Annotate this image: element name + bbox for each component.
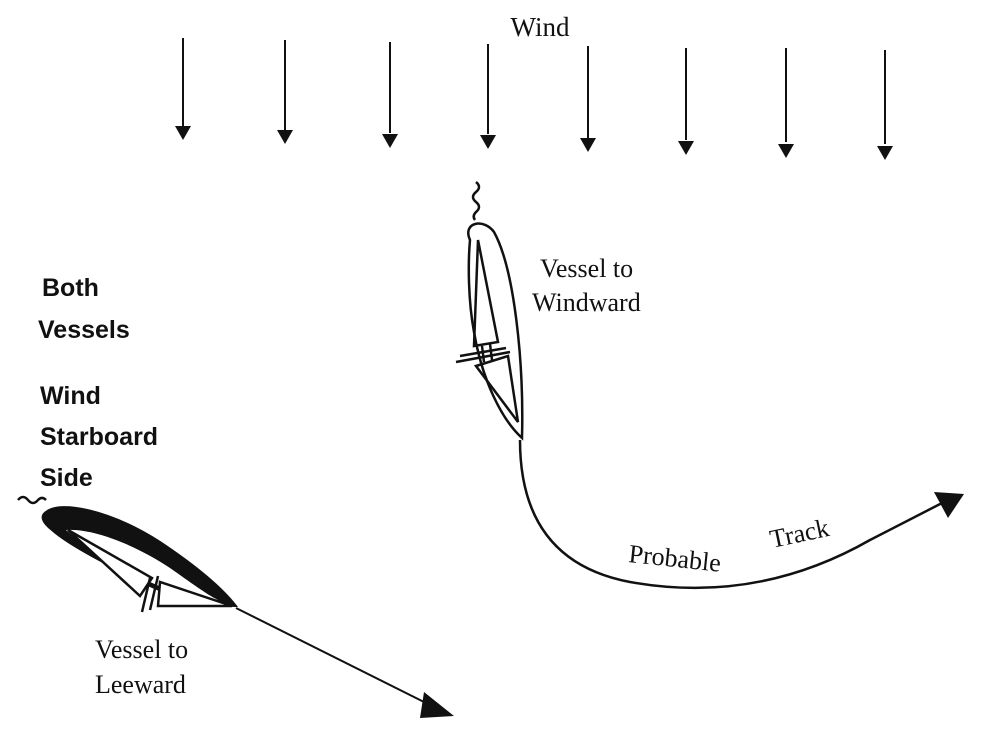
windward-pennant-icon: [471, 181, 481, 221]
wind-arrows: [175, 38, 893, 160]
windward-jib-icon: [473, 354, 520, 423]
wind-label: Wind: [511, 12, 570, 42]
conditions-line: Starboard: [40, 423, 158, 451]
leeward-jib-icon: [156, 580, 233, 608]
wind-arrow: [382, 42, 398, 148]
probable-track-line: [518, 439, 945, 590]
track-label-word1: Probable: [627, 539, 722, 578]
windward-mainsail-icon: [472, 239, 500, 348]
wind-arrow: [778, 48, 794, 158]
leeward-pennant-icon: [17, 495, 47, 505]
wind-arrow: [175, 38, 191, 140]
probable-track-arrowhead-icon: [934, 492, 964, 518]
leeward-mainsail-icon: [67, 528, 154, 598]
wind-arrow: [580, 46, 596, 152]
wind-arrow: [480, 44, 496, 149]
leeward-track-line: [235, 607, 433, 707]
conditions-line: Wind: [40, 382, 101, 410]
track-label-word2: Track: [767, 513, 831, 554]
windward-label-line2: Windward: [532, 288, 641, 317]
conditions-line: Vessels: [38, 316, 130, 344]
conditions-line: Side: [40, 464, 93, 492]
wind-arrow: [678, 48, 694, 155]
windward-hull-icon: [467, 222, 524, 441]
wind-arrow: [277, 40, 293, 144]
windward-vessel: [455, 181, 524, 441]
wind-arrow: [877, 50, 893, 160]
leeward-label-line1: Vessel to: [95, 635, 188, 664]
leeward-label-line2: Leeward: [95, 670, 186, 699]
conditions-line: Both: [42, 274, 99, 302]
leeward-vessel: [17, 495, 239, 613]
leeward-track-arrowhead-icon: [420, 692, 454, 718]
conditions-text: Both Vessels Wind Starboard Side: [38, 274, 158, 492]
windward-label-line1: Vessel to: [540, 254, 633, 283]
